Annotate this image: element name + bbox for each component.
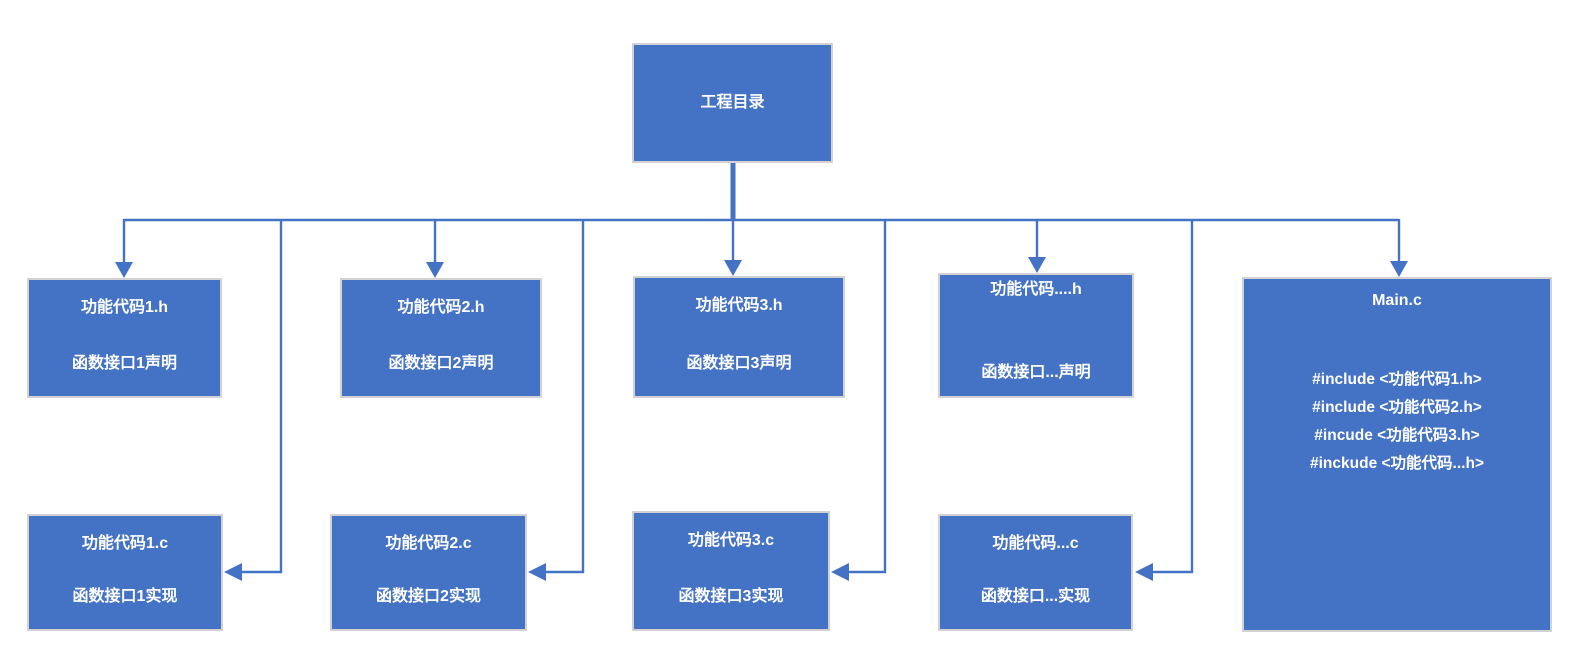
include-statement: #include <功能代码2.h> xyxy=(1312,399,1482,416)
node-header-file-2: 功能代码2.h 函数接口2声明 xyxy=(340,278,542,398)
connector-header-drops xyxy=(115,219,1408,278)
file-desc: 函数接口...实现 xyxy=(980,588,1091,605)
file-desc: 函数接口1声明 xyxy=(72,355,177,372)
file-desc: 函数接口2实现 xyxy=(376,588,481,605)
file-name: 功能代码1.h xyxy=(80,299,169,316)
arrowhead-left-icon xyxy=(528,563,546,581)
include-list: #include <功能代码1.h> #include <功能代码2.h> #i… xyxy=(1310,366,1484,478)
arrowhead-left-icon xyxy=(1135,563,1153,581)
include-statement: #inckude <功能代码...h> xyxy=(1310,455,1484,472)
arrowhead-left-icon xyxy=(831,563,849,581)
node-header-file-3: 功能代码3.h 函数接口3声明 xyxy=(633,276,845,398)
connector-source-elbows xyxy=(224,220,1194,581)
node-main-c: Main.c #include <功能代码1.h> #include <功能代码… xyxy=(1242,277,1552,632)
file-name: 功能代码2.c xyxy=(385,535,472,552)
node-source-file-1: 功能代码1.c 函数接口1实现 xyxy=(27,514,223,631)
file-desc: 函数接口1实现 xyxy=(72,588,178,605)
node-title: 工程目录 xyxy=(700,94,765,111)
file-desc: 函数接口2声明 xyxy=(388,355,494,372)
file-desc: 函数接口3声明 xyxy=(686,355,792,372)
node-source-file-3: 功能代码3.c 函数接口3实现 xyxy=(632,511,830,631)
file-name: 功能代码....h xyxy=(990,281,1082,298)
arrowhead-down-icon xyxy=(115,262,133,278)
arrowhead-left-icon xyxy=(224,563,242,581)
file-name: 功能代码1.c xyxy=(81,535,169,552)
arrowhead-down-icon xyxy=(426,262,444,278)
include-statement: #include <功能代码1.h> xyxy=(1312,371,1482,388)
node-project-directory: 工程目录 xyxy=(632,43,833,163)
arrowhead-down-icon xyxy=(1028,257,1046,273)
file-name: 功能代码...c xyxy=(992,535,1079,552)
node-header-file-1: 功能代码1.h 函数接口1声明 xyxy=(27,278,222,398)
include-statement: #incude <功能代码3.h> xyxy=(1314,427,1480,444)
file-name: 功能代码3.c xyxy=(687,532,775,549)
file-desc: 函数接口...声明 xyxy=(981,364,1091,381)
file-name: 功能代码2.h xyxy=(397,299,485,316)
arrowhead-down-icon xyxy=(1390,261,1408,277)
node-header-file-n: 功能代码....h 函数接口...声明 xyxy=(938,273,1134,398)
node-source-file-2: 功能代码2.c 函数接口2实现 xyxy=(330,514,527,631)
arrowhead-down-icon xyxy=(724,260,742,276)
file-desc: 函数接口3实现 xyxy=(678,588,784,605)
file-name: Main.c xyxy=(1372,292,1422,309)
node-source-file-n: 功能代码...c 函数接口...实现 xyxy=(938,514,1133,631)
file-name: 功能代码3.h xyxy=(695,297,783,314)
